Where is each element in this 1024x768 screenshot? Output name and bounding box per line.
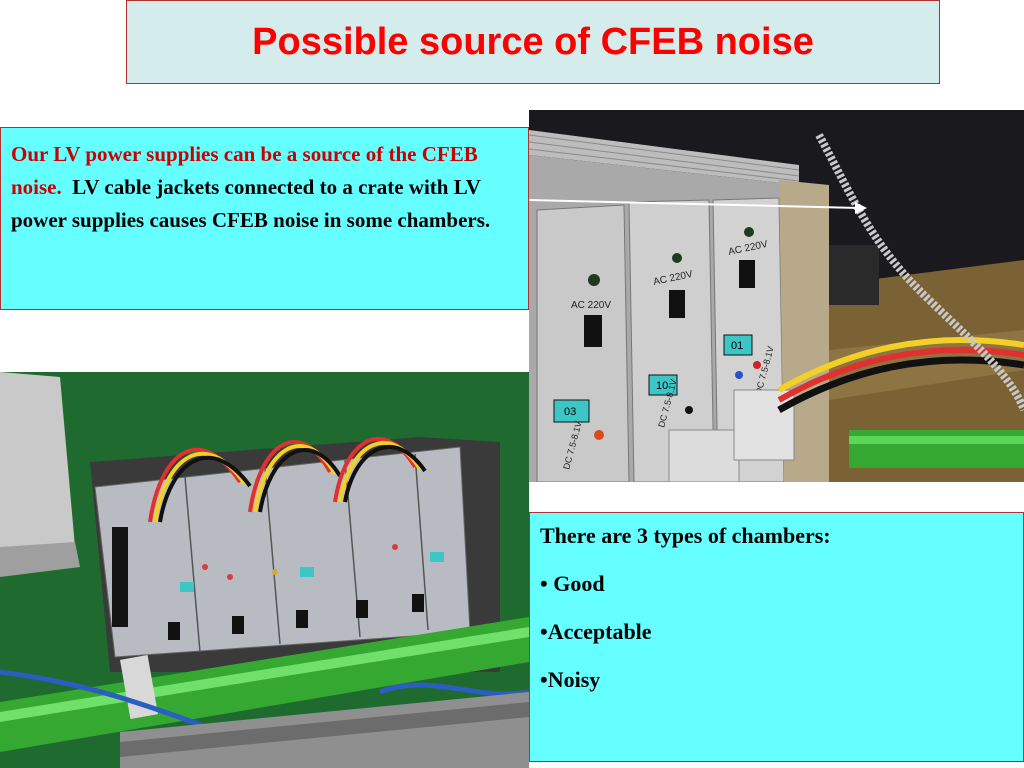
lv-noise-paragraph: Our LV power supplies can be a source of… (11, 138, 520, 237)
lv-source-statement: Our LV power supplies can be a source of… (11, 142, 478, 199)
ac-label-1: AC 220V (571, 300, 611, 311)
tag-01: 01 (731, 340, 743, 352)
slide-title: Possible source of CFEB noise (252, 20, 814, 63)
chamber-types-textbox: There are 3 types of chambers: • Good •A… (529, 512, 1024, 762)
cable-jacket-statement: LV cable jackets connected to a crate wi… (11, 175, 491, 232)
chamber-type-good: • Good (540, 571, 605, 596)
tag-03: 03 (564, 406, 576, 418)
title-box: Possible source of CFEB noise (126, 0, 940, 84)
photo-lv-supplies (0, 372, 529, 768)
chamber-type-noisy: •Noisy (540, 667, 601, 692)
tag-10: 10 (656, 380, 668, 392)
chamber-types-heading: There are 3 types of chambers: (540, 523, 831, 548)
chamber-type-acceptable: •Acceptable (540, 619, 652, 644)
photo-lv-crate: AC 220V AC 220V AC 220V 03 10 01 DC 7.5-… (529, 110, 1024, 482)
lv-noise-textbox: Our LV power supplies can be a source of… (0, 127, 529, 310)
